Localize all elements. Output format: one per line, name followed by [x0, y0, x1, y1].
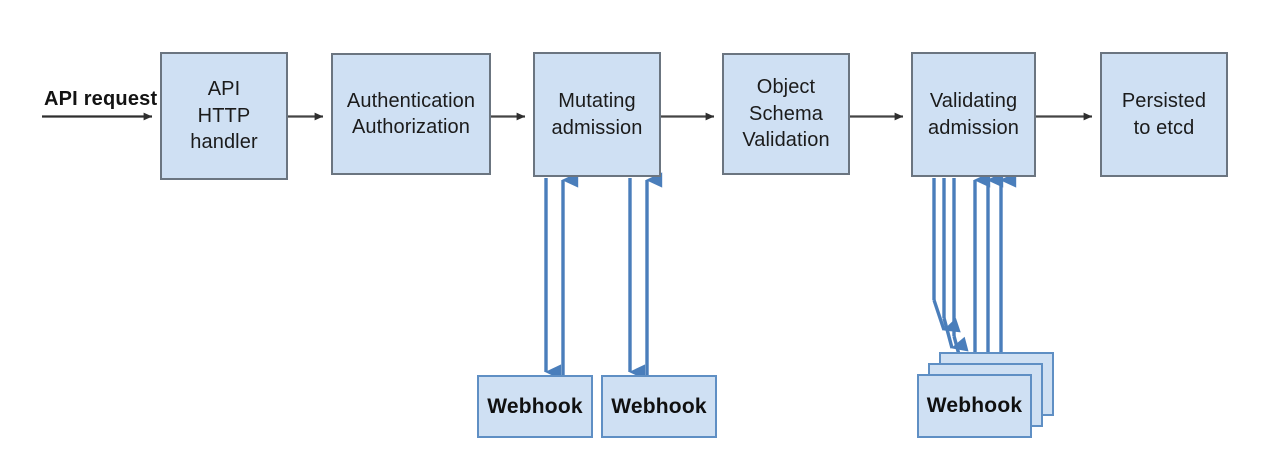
stage-mutating-admission-label: Mutating admission	[551, 90, 643, 139]
stage-persisted-to-etcd[interactable]: Persisted to etcd	[1100, 52, 1228, 177]
stage-mutating-admission[interactable]: Mutating admission	[533, 52, 661, 177]
stage-authn-authz-label: Authentication Authorization	[346, 89, 476, 138]
webhook-box-mutating-1[interactable]: Webhook	[477, 375, 593, 438]
stage-validating-admission[interactable]: Validating admission	[911, 52, 1036, 177]
validating-webhook-up-arrows	[973, 172, 1017, 380]
webhook-box-mutating-2-label: Webhook	[611, 394, 707, 418]
mutating-webhook-2-arrows	[628, 172, 663, 380]
mutating-webhook-1-arrows	[544, 172, 579, 380]
stage-api-http-handler[interactable]: API HTTP handler	[160, 52, 288, 180]
stage-object-schema-validation-label: Object Schema Validation	[742, 76, 830, 152]
stage-api-http-handler-label: API HTTP handler	[190, 78, 258, 154]
webhook-box-validating-1-label: Webhook	[926, 394, 1023, 417]
webhook-box-mutating-2[interactable]: Webhook	[601, 375, 717, 438]
webhook-box-validating-1[interactable]: Webhook	[917, 374, 1032, 438]
api-request-label: API request	[44, 88, 158, 110]
stage-validating-admission-label: Validating admission	[928, 90, 1019, 139]
validating-webhook-down-arrows	[932, 178, 979, 370]
stage-object-schema-validation[interactable]: Object Schema Validation	[722, 53, 850, 175]
stage-authn-authz[interactable]: Authentication Authorization	[331, 53, 491, 175]
stage-persisted-to-etcd-label: Persisted to etcd	[1121, 90, 1207, 139]
webhook-box-mutating-1-label: Webhook	[487, 394, 583, 418]
